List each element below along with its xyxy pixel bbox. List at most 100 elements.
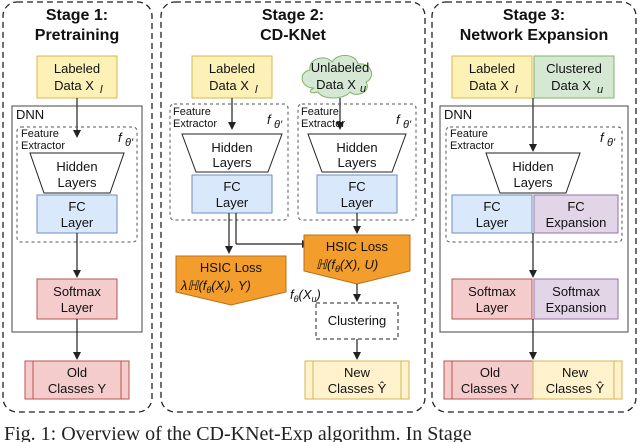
stage1-fe-box [16, 126, 138, 243]
stage2-hsic-left-sub1: θ [206, 285, 211, 295]
stage2-hidden-right [307, 133, 407, 173]
stage3-new-line1: New [562, 365, 589, 380]
stage2-fx-label: fθ(Xu) [290, 287, 321, 304]
stage3-labeled-box [451, 55, 533, 99]
stage1-f-label: f [118, 130, 123, 145]
stage3-fcexp-line2: Expansion [546, 215, 607, 230]
stage2-fc-right-line2: Layer [341, 195, 374, 210]
stage2-hsic-right [303, 234, 411, 285]
stage1-softmax-line2: Layer [61, 300, 94, 315]
stage3-old-line2: Classes Y [461, 381, 520, 396]
stage3-clustered-box [533, 55, 615, 99]
stage3-softmax-box [451, 278, 533, 320]
stage2-panel: Stage 2: CD-KNet Labeled Data X l Unlabe… [160, 1, 426, 413]
stage1-fe-line2: Extractor [21, 140, 65, 152]
stage3-dnn-box [439, 105, 629, 333]
stage2-hidden-right-line2: Layers [337, 155, 377, 170]
stage1-hidden-line1: Hidden [56, 159, 97, 174]
stage3-hidden-line1: Hidden [512, 159, 553, 174]
stage2-hsic-right-part1: ℍ(f [316, 257, 336, 272]
stage2-hsic-left-part3: ), Y) [224, 278, 251, 293]
stage2-hsic-left-part2: (X [211, 278, 225, 293]
stage2-hsic-right-sub: θ [335, 264, 340, 274]
stage2-unlabeled-line1: Unlabeled [311, 60, 370, 75]
stage2-fe-left-line2: Extractor [173, 118, 217, 130]
stage3-fcexp-line1: FC [567, 199, 584, 214]
stage3-fc-box [451, 194, 533, 234]
stage3-old-box [443, 360, 534, 400]
stage2-subtitle: CD-KNet [260, 27, 326, 44]
stage2-clustering-label: Clustering [328, 313, 387, 328]
stage1-input-sub: l [100, 84, 103, 96]
stage2-fc-left-line1: FC [223, 179, 240, 194]
stage2-fe-left-line1: Feature [173, 106, 211, 118]
stage2-fx-part2: (X [299, 287, 313, 302]
stage2-fe-right-line1: Feature [301, 106, 339, 118]
stage2-fc-left-line2: Layer [216, 195, 249, 210]
stage3-dnn-label: DNN [444, 107, 472, 122]
stage2-unlabeled-line2: Data X [316, 77, 356, 92]
stage3-hidden-trapezoid [485, 152, 581, 194]
stage1-fc-box [36, 194, 118, 234]
stage2-hsic-right-line2: ℍ(fθ(X), U) [316, 257, 378, 274]
stage2-hsic-left-part1: λℍ(f [180, 278, 208, 293]
stage3-clustered-line1: Clustered [546, 61, 602, 76]
stage1-output-line1: Old [67, 365, 87, 380]
stage1-softmax-box [36, 278, 118, 320]
stage2-hsic-right-part2: (X), U) [340, 257, 378, 272]
stage2-hidden-left-line1: Hidden [211, 140, 252, 155]
stage1-input-line1: Labeled [54, 61, 100, 76]
stage2-title: Stage 2: [262, 7, 324, 24]
stage1-input-line2: Data X [54, 78, 94, 93]
stage1-dnn-label: DNN [16, 107, 44, 122]
stage3-f-sub: θ' [607, 137, 616, 149]
stage3-old-line1: Old [480, 365, 500, 380]
stage3-clustered-sub: u [597, 84, 603, 96]
stage3-new-line2: Classes Ŷ [546, 381, 605, 396]
stage3-smexp-line1: Softmax [552, 284, 600, 299]
stage3-new-box [532, 360, 623, 400]
stage3-panel: Stage 3: Network Expansion Labeled Data … [431, 1, 637, 413]
stage3-fe-line1: Feature [450, 128, 488, 140]
stage2-f-right-label: f [396, 112, 401, 127]
stage3-softmax-line2: Layer [476, 300, 509, 315]
stage2-labeled-line2: Data X [209, 78, 249, 93]
stage1-hidden-trapezoid [29, 152, 125, 194]
stage2-hsic-left-sub2: l [224, 285, 227, 295]
stage2-fx-part1: f [290, 287, 295, 302]
stage2-unlabeled-cloud [301, 55, 373, 99]
stage2-fc-right-line1: FC [348, 179, 365, 194]
stage2-clustering-box [315, 302, 399, 340]
stage1-fc-line2: Layer [61, 215, 94, 230]
stage1-subtitle: Pretraining [35, 27, 119, 44]
stage2-fc-left-box [191, 174, 273, 214]
stage3-fe-box [445, 126, 623, 243]
stage2-output-line2: Classes Ŷ [328, 381, 387, 396]
stage2-unlabeled-sub: u [360, 83, 366, 95]
stage2-hidden-right-line1: Hidden [336, 140, 377, 155]
stage2-hidden-left-line2: Layers [212, 155, 252, 170]
stage3-labeled-sub: l [515, 84, 518, 96]
stage3-f-label: f [600, 130, 605, 145]
figure-caption: Fig. 1: Overview of the CD-KNet-Exp algo… [4, 423, 472, 442]
stage1-fc-line1: FC [68, 199, 85, 214]
stage1-output-box [24, 360, 130, 400]
stage2-labeled-line1: Labeled [209, 61, 255, 76]
stage2-fx-part3: ) [315, 287, 321, 302]
stage2-f-left-label: f [267, 112, 272, 127]
stage1-title: Stage 1: [46, 7, 108, 24]
stage2-fe-right-box [297, 103, 417, 221]
stage3-title: Stage 3: [503, 7, 565, 24]
stage3-labeled-line2: Data X [469, 78, 509, 93]
stage2-fe-left-box [169, 103, 289, 221]
stage2-labeled-sub: l [255, 84, 258, 96]
stage3-fc-line1: FC [483, 199, 500, 214]
stage2-hsic-left-line2: λℍ(fθ(Xl), Y) [180, 278, 251, 295]
stage3-subtitle: Network Expansion [460, 27, 608, 44]
stage3-smexp-line2: Expansion [546, 300, 607, 315]
stage2-f-left-sub: θ' [274, 119, 283, 131]
stage2-f-right-sub: θ' [403, 119, 412, 131]
stage2-hsic-left [175, 255, 287, 306]
stage2-hsic-right-line1: HSIC Loss [326, 239, 389, 254]
